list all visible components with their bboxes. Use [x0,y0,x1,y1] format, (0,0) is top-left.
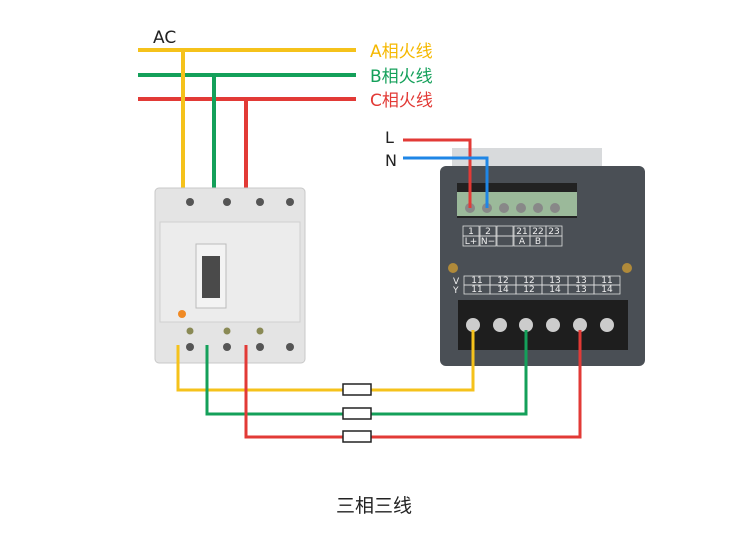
fuse-a [342,383,372,396]
terminal-row1-label: 13 [549,276,560,286]
terminal-function: N− [481,237,495,247]
l-label: L [385,128,394,147]
phase-a-label: A相火线 [370,42,433,62]
label-cell [462,235,480,247]
terminal-row2-label: 14 [497,285,509,295]
n-label: N [385,151,397,170]
label-cell [479,235,497,247]
terminal-row1-label: 11 [471,276,482,286]
terminal-row1-label: 12 [497,276,508,286]
label-cell [593,284,621,295]
terminal-function: B [535,237,541,247]
terminal-row1-label: 11 [601,276,612,286]
terminal-row2-label: 13 [575,285,586,295]
fuse-c [342,430,372,443]
l-wire [403,138,472,208]
terminal-number: 2 [485,227,491,237]
ac-label: AC [153,28,176,48]
label-cell [496,235,514,247]
terminal-number: 22 [532,227,543,237]
phase-c-load-wire [244,330,582,439]
circuit-breaker [154,187,306,364]
diagram-caption: 三相三线 [336,495,412,517]
terminal-row2-label: 14 [549,285,561,295]
phase-a-load-wire [176,330,475,392]
terminal-number: 21 [516,227,527,237]
terminal-row1-label: 12 [523,276,534,286]
phase-c-label: C相火线 [370,91,433,111]
terminal-function: A [519,237,526,247]
row1-marker: V [453,277,460,287]
terminal-number: 1 [468,227,474,237]
row2-marker: Y [452,286,459,296]
phase-b-label: B相火线 [370,67,433,87]
terminal-function: L+ [465,237,478,247]
n-wire [403,156,489,208]
label-cell [545,235,563,247]
terminal-row1-label: 13 [575,276,586,286]
terminal-row2-label: 12 [523,285,534,295]
terminal-number: 23 [548,227,559,237]
terminal-row2-label: 14 [601,285,613,295]
fuse-b [342,407,372,420]
terminal-row2-label: 11 [471,285,482,295]
